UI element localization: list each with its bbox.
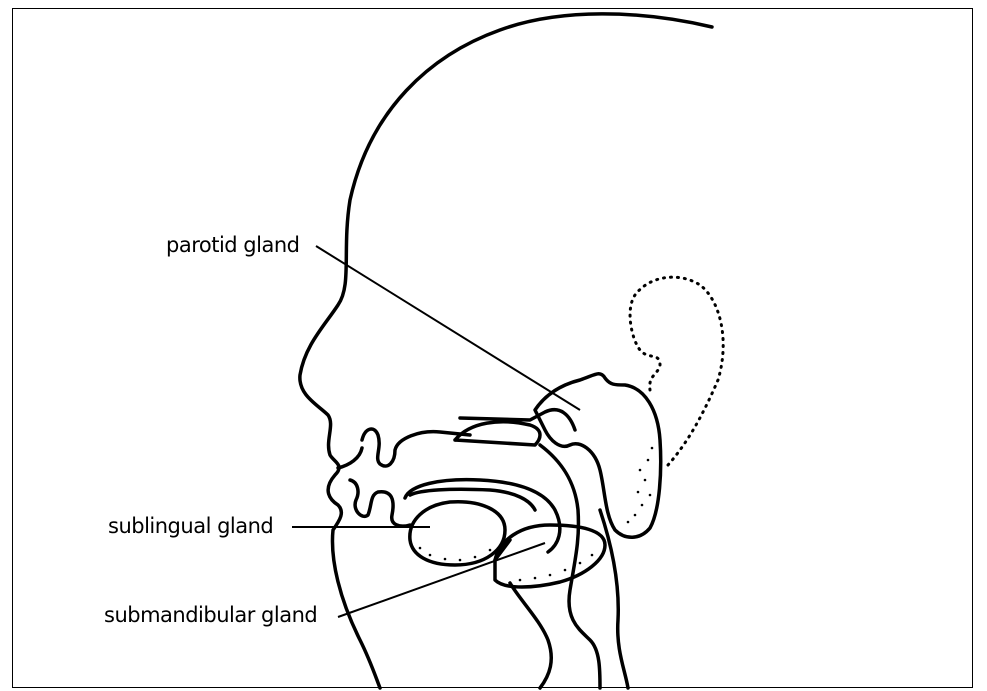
ear-outline bbox=[630, 277, 723, 465]
lower-gum-outline bbox=[350, 480, 410, 526]
parotid-gland-label: parotid gland bbox=[166, 233, 299, 257]
submandibular-gland-label: submandibular gland bbox=[104, 603, 317, 627]
upper-gum-outline bbox=[362, 429, 470, 466]
submandibular-leader-line bbox=[338, 543, 545, 617]
sublingual-gland-shape bbox=[410, 502, 505, 565]
upper-lip-outline bbox=[338, 448, 362, 468]
sublingual-gland-label: sublingual gland bbox=[108, 514, 273, 538]
jaw-line bbox=[510, 583, 551, 688]
parotid-leader-line bbox=[316, 246, 580, 410]
